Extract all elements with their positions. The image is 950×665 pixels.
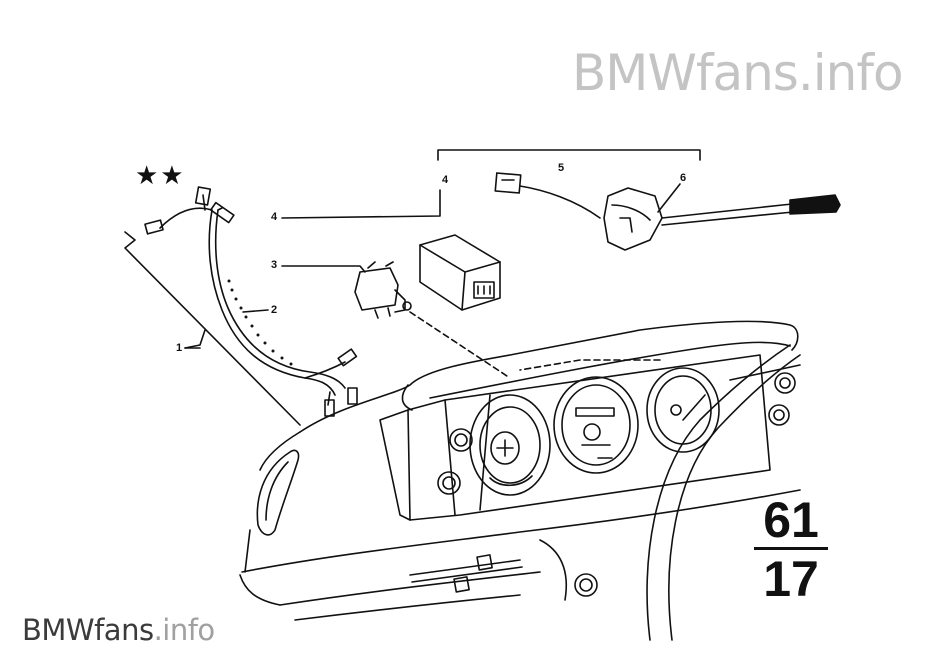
callout-4-top: 4 [442,174,449,186]
knob-right-lower [768,404,790,426]
wiring-harness [208,209,336,396]
leader-2 [242,309,269,313]
callout-5: 5 [558,162,565,174]
stalk-switch-part-6 [603,187,663,251]
steering-wheel [646,344,791,641]
heater-slider [409,559,523,583]
dashboard-outline [299,320,799,433]
right-gauge [646,367,720,453]
relay-part-4 [419,234,501,311]
bracket-5 [437,149,701,161]
lower-knob [574,573,598,597]
group-code: 61 17 [754,492,828,607]
watermark-bottom: BMWfans.info [22,613,215,647]
speedometer [553,376,639,474]
left-vent [256,449,300,536]
watermark-suffix: .info [153,613,216,647]
cluster-housing [407,354,771,521]
callout-6: 6 [680,172,687,184]
callout-4-left: 4 [271,211,278,223]
stalk-lever [661,203,794,226]
bracket-1 [124,231,301,426]
knob-upper-left [449,428,473,452]
callout-3: 3 [271,259,278,271]
callout-1: 1 [176,342,183,354]
double-star-mark: ★★ [135,161,186,191]
knob-right-upper [774,372,796,394]
leader-6 [657,183,681,213]
stalk-cable [519,185,601,219]
watermark-brand: BMWfans [22,613,154,647]
knob-lower-left [437,471,461,495]
switch-part-3 [354,267,399,311]
left-gauge [469,394,551,496]
leader-3 [281,265,366,273]
group-code-sub: 17 [763,551,819,607]
dash-leader [409,311,511,379]
watermark-top: BMWfans.info [572,44,904,102]
callout-2: 2 [271,304,278,316]
group-code-divider [754,547,828,550]
leader-4 [281,189,441,219]
group-code-main: 61 [763,492,819,548]
